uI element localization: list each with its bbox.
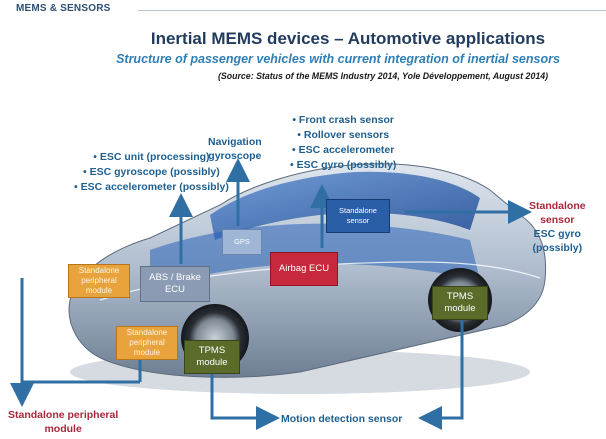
section-header: MEMS & SENSORS: [0, 0, 606, 19]
airbag-ecu-box: Airbag ECU: [270, 252, 338, 286]
tpms-module-box-front: TPMS module: [184, 340, 240, 374]
standalone-peripheral-module-label: Standalone peripheral module: [8, 409, 119, 435]
slide-subtitle: Structure of passenger vehicles with cur…: [116, 52, 560, 66]
list-item: • ESC gyro (possibly): [290, 159, 397, 171]
list-item: • Rollover sensors: [297, 129, 390, 141]
esc-unit-list: • ESC unit (processing) • ESC gyroscope …: [74, 150, 229, 195]
gps-box: GPS: [222, 229, 262, 255]
list-item: • ESC unit (processing): [93, 151, 210, 163]
list-item: • Front crash sensor: [292, 114, 395, 126]
list-item: • ESC accelerometer: [292, 144, 395, 156]
standalone-sensor-label: Standalone sensor ESC gyro (possibly): [529, 200, 586, 254]
section-header-label: MEMS & SENSORS: [16, 3, 111, 14]
motion-detection-label: Motion detection sensor: [281, 413, 403, 425]
arrow-tpms-rear-down: [418, 318, 464, 430]
standalone-sensor-box: Standalone sensor: [326, 199, 390, 233]
list-item: • ESC accelerometer (possibly): [74, 181, 229, 193]
standalone-peripheral-box-1: Standalone peripheral module: [68, 264, 130, 298]
slide-title: Inertial MEMS devices – Automotive appli…: [150, 29, 546, 48]
tpms-module-box-rear: TPMS module: [432, 286, 488, 320]
slide-source: (Source: Status of the MEMS Industry 201…: [217, 71, 549, 81]
list-item: • ESC gyroscope (possibly): [83, 166, 220, 178]
abs-brake-ecu-box: ABS / Brake ECU: [140, 266, 210, 302]
header-divider: [138, 10, 606, 11]
standalone-peripheral-box-2: Standalone peripheral module: [116, 326, 178, 360]
front-crash-list: • Front crash sensor • Rollover sensors …: [290, 113, 396, 173]
arrow-tpms-front-down: [210, 370, 280, 430]
navigation-gyroscope-label: Navigation gyroscope: [208, 136, 262, 162]
